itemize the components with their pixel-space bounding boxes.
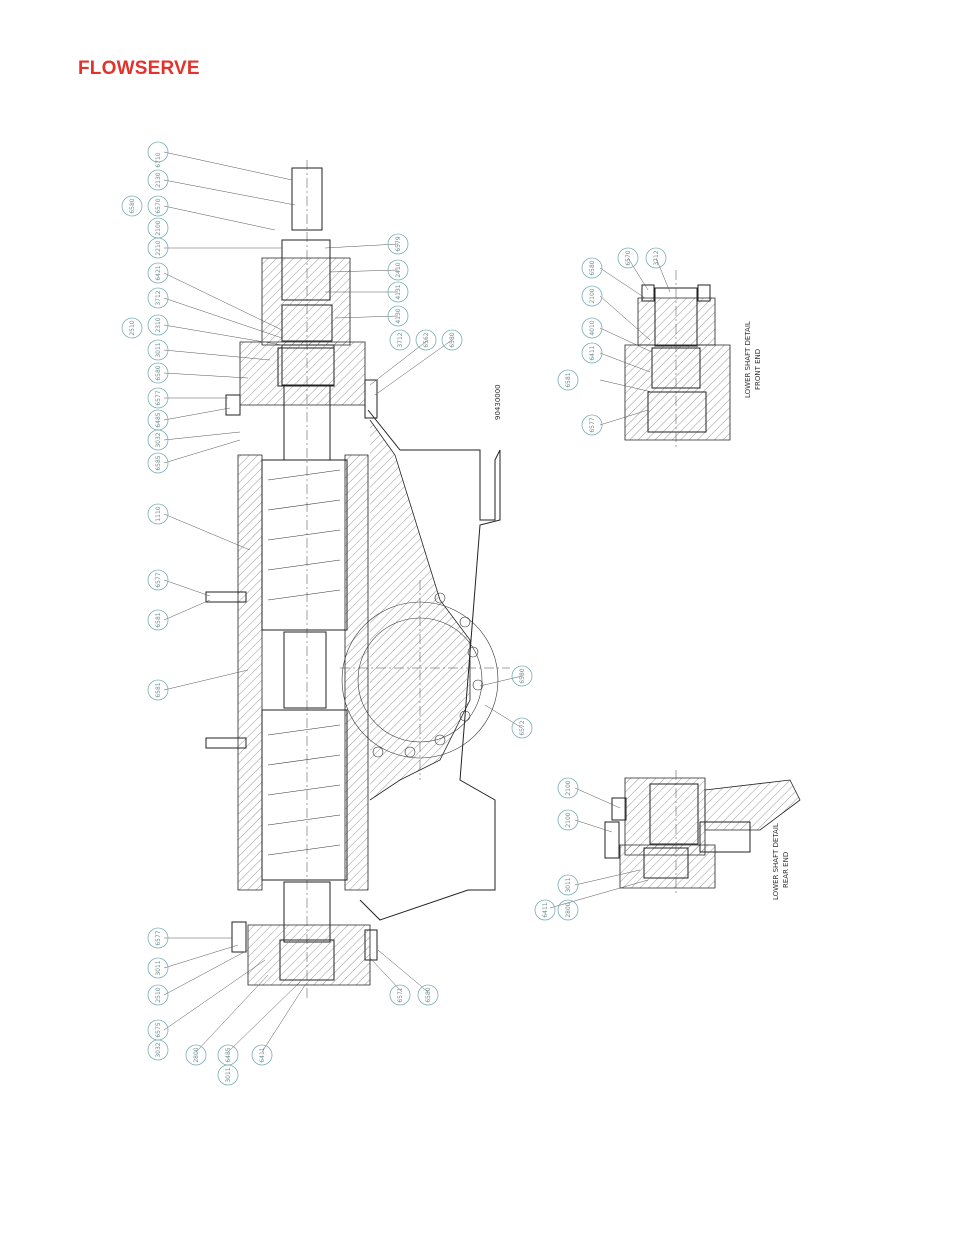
- detail-front-end: LOWER SHAFT DETAIL FRONT END 6580 6570 3…: [557, 247, 762, 450]
- svg-text:3032: 3032: [155, 432, 162, 447]
- main-callouts-left: 6710 2130 6570 6580 2100 2210 6421 3712 …: [121, 141, 273, 1086]
- svg-text:6581: 6581: [565, 372, 572, 387]
- svg-text:6485: 6485: [225, 1047, 232, 1062]
- svg-text:2100: 2100: [589, 288, 596, 303]
- svg-text:1110: 1110: [155, 506, 162, 521]
- svg-text:6572: 6572: [519, 720, 526, 735]
- main-callouts-right: 6579 2410 4131 4130 3712 6562 6580 6580 …: [387, 233, 533, 1006]
- svg-text:2310: 2310: [155, 317, 162, 332]
- svg-text:3032: 3032: [155, 1042, 162, 1057]
- svg-text:2800: 2800: [565, 902, 572, 917]
- svg-text:6580: 6580: [519, 668, 526, 683]
- svg-text:LOWER SHAFT DETAIL: LOWER SHAFT DETAIL: [772, 823, 780, 900]
- svg-text:6580: 6580: [155, 365, 162, 380]
- svg-text:4130: 4130: [395, 308, 402, 323]
- svg-text:6411: 6411: [589, 345, 596, 360]
- svg-text:4010: 4010: [589, 320, 596, 335]
- drawing-number: 90430000: [494, 384, 502, 420]
- svg-text:2510: 2510: [155, 987, 162, 1002]
- svg-text:6571: 6571: [397, 987, 404, 1002]
- svg-text:3011: 3011: [225, 1067, 232, 1082]
- svg-text:3712: 3712: [155, 290, 162, 305]
- flowserve-logo: FLOWSERVE: [78, 58, 200, 79]
- svg-text:3011: 3011: [565, 877, 572, 892]
- svg-text:2100: 2100: [565, 780, 572, 795]
- main-section-view: 90430000: [205, 160, 510, 1000]
- svg-text:6411: 6411: [542, 902, 549, 917]
- svg-text:6570: 6570: [155, 198, 162, 213]
- svg-text:6580: 6580: [129, 198, 136, 213]
- svg-text:6710: 6710: [155, 152, 162, 167]
- svg-text:3011: 3011: [155, 342, 162, 357]
- svg-text:REAR END: REAR END: [782, 852, 790, 888]
- main-leader-lines: [163, 151, 523, 1053]
- svg-text:2510: 2510: [129, 320, 136, 335]
- svg-text:6585: 6585: [155, 455, 162, 470]
- svg-text:6579: 6579: [395, 236, 402, 251]
- svg-text:FRONT END: FRONT END: [754, 349, 762, 390]
- svg-text:2100: 2100: [565, 812, 572, 827]
- svg-text:6577: 6577: [589, 417, 596, 432]
- svg-text:3712: 3712: [397, 332, 404, 347]
- svg-text:6575: 6575: [155, 1022, 162, 1037]
- svg-text:6411: 6411: [259, 1047, 266, 1062]
- svg-text:6581: 6581: [155, 612, 162, 627]
- svg-text:6421: 6421: [155, 265, 162, 280]
- svg-text:6562: 6562: [423, 332, 430, 347]
- svg-text:3011: 3011: [155, 960, 162, 975]
- svg-text:2800: 2800: [193, 1047, 200, 1062]
- svg-text:6580: 6580: [589, 260, 596, 275]
- svg-text:6570: 6570: [625, 250, 632, 265]
- svg-text:6577: 6577: [155, 572, 162, 587]
- detail-rear-end: LOWER SHAFT DETAIL REAR END 2100 2100 30…: [534, 770, 801, 921]
- svg-text:2130: 2130: [155, 172, 162, 187]
- svg-text:6577: 6577: [155, 390, 162, 405]
- svg-text:6580: 6580: [449, 332, 456, 347]
- svg-text:6580: 6580: [425, 987, 432, 1002]
- svg-text:6485: 6485: [155, 412, 162, 427]
- svg-text:6577: 6577: [155, 930, 162, 945]
- svg-text:4131: 4131: [395, 284, 402, 299]
- svg-text:3712: 3712: [653, 250, 660, 265]
- svg-text:LOWER SHAFT DETAIL: LOWER SHAFT DETAIL: [744, 321, 752, 398]
- svg-text:6581: 6581: [155, 682, 162, 697]
- svg-text:2100: 2100: [155, 220, 162, 235]
- svg-text:2210: 2210: [155, 240, 162, 255]
- svg-text:2410: 2410: [395, 262, 402, 277]
